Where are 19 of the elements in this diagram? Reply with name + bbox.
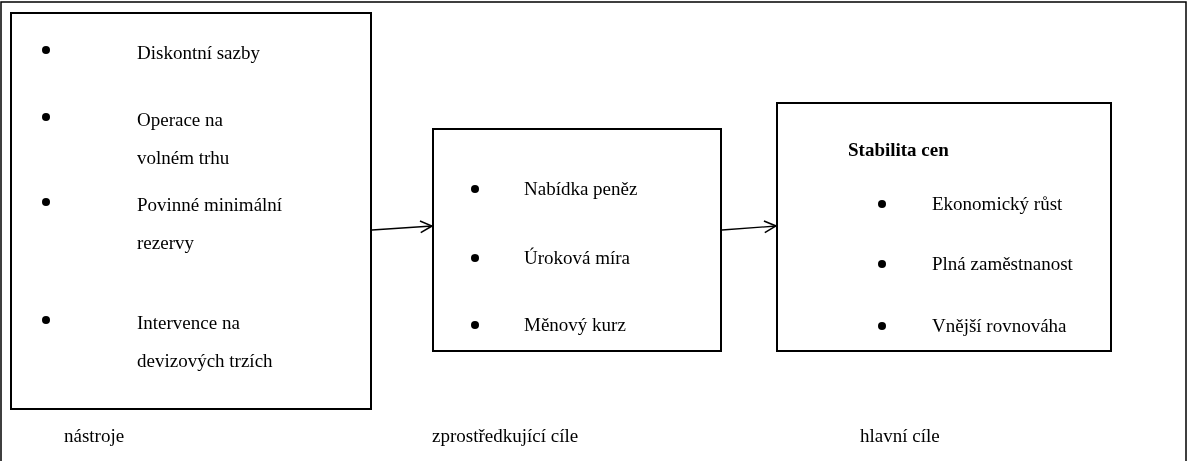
list-item: Operace na volném trhu [137,108,231,170]
list-item: Měnový kurz [524,313,627,337]
arrow [371,220,433,234]
column-label: hlavní cíle [860,424,940,448]
content-box [432,128,722,352]
column-label: nástroje [64,424,125,448]
list-item: Plná zaměstnanost [932,252,1074,276]
list-item: Intervence na devizových trzích [137,311,274,373]
arrow [721,220,777,234]
heading: Stabilita cen [848,138,950,162]
content-box [776,102,1112,352]
list-item: Vnější rovnováha [932,314,1068,338]
list-item: Diskontní sazby [137,41,261,65]
list-item: Nabídka peněz [524,177,639,201]
content-box [10,12,372,410]
list-item: Povinné minimální rezervy [137,193,283,255]
list-item: Ekonomický růst [932,192,1064,216]
list-item: Úroková míra [524,246,632,270]
column-label: zprostředkující cíle [432,424,579,448]
